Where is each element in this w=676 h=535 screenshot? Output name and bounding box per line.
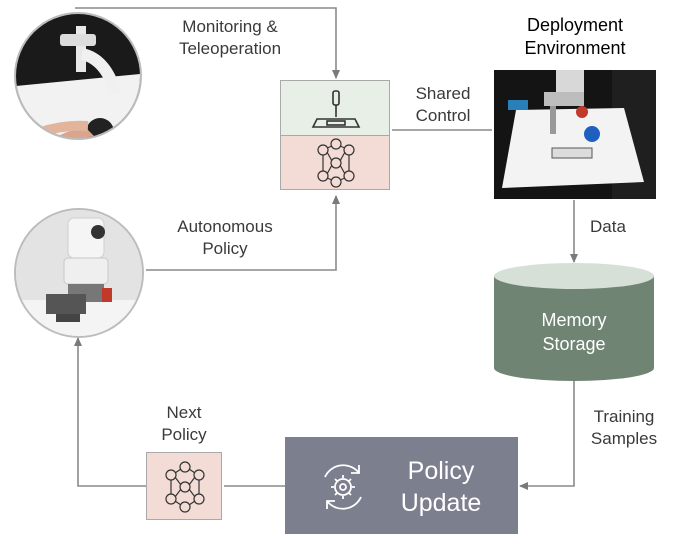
shared-control-label: Shared Control (415, 84, 471, 125)
deployment-environment-label: Deployment Environment (524, 15, 626, 58)
policy-update-box: Policy Update (285, 437, 518, 534)
shared-control-joystick-panel (280, 80, 390, 136)
gear-cycle-icon (324, 464, 362, 510)
arrow-next-to-autonomous (74, 337, 146, 487)
shared-control-network-panel (280, 136, 390, 190)
monitoring-teleoperation-label: Monitoring & Teleoperation (178, 17, 282, 58)
deployment-environment-photo (494, 70, 656, 199)
autonomous-robot-photo (14, 208, 144, 338)
teleoperation-photo (14, 12, 142, 140)
training-samples-label: Training Samples (590, 407, 658, 448)
neural-network-icon (165, 461, 205, 513)
memory-storage-cylinder: Memory Storage (493, 262, 655, 382)
joystick-icon (311, 90, 361, 128)
next-policy-box (146, 452, 222, 520)
policy-update-label: Policy Update (400, 457, 482, 517)
arrow-autonomous-to-shared (146, 195, 340, 271)
memory-storage-label: Memory Storage (541, 310, 607, 354)
arrow-monitoring-to-shared (75, 7, 340, 79)
data-label: Data (590, 217, 626, 236)
next-policy-label: Next Policy (161, 403, 207, 444)
autonomous-policy-label: Autonomous Policy (177, 217, 273, 258)
arrow-training-samples (519, 380, 575, 490)
neural-network-icon (317, 138, 355, 188)
